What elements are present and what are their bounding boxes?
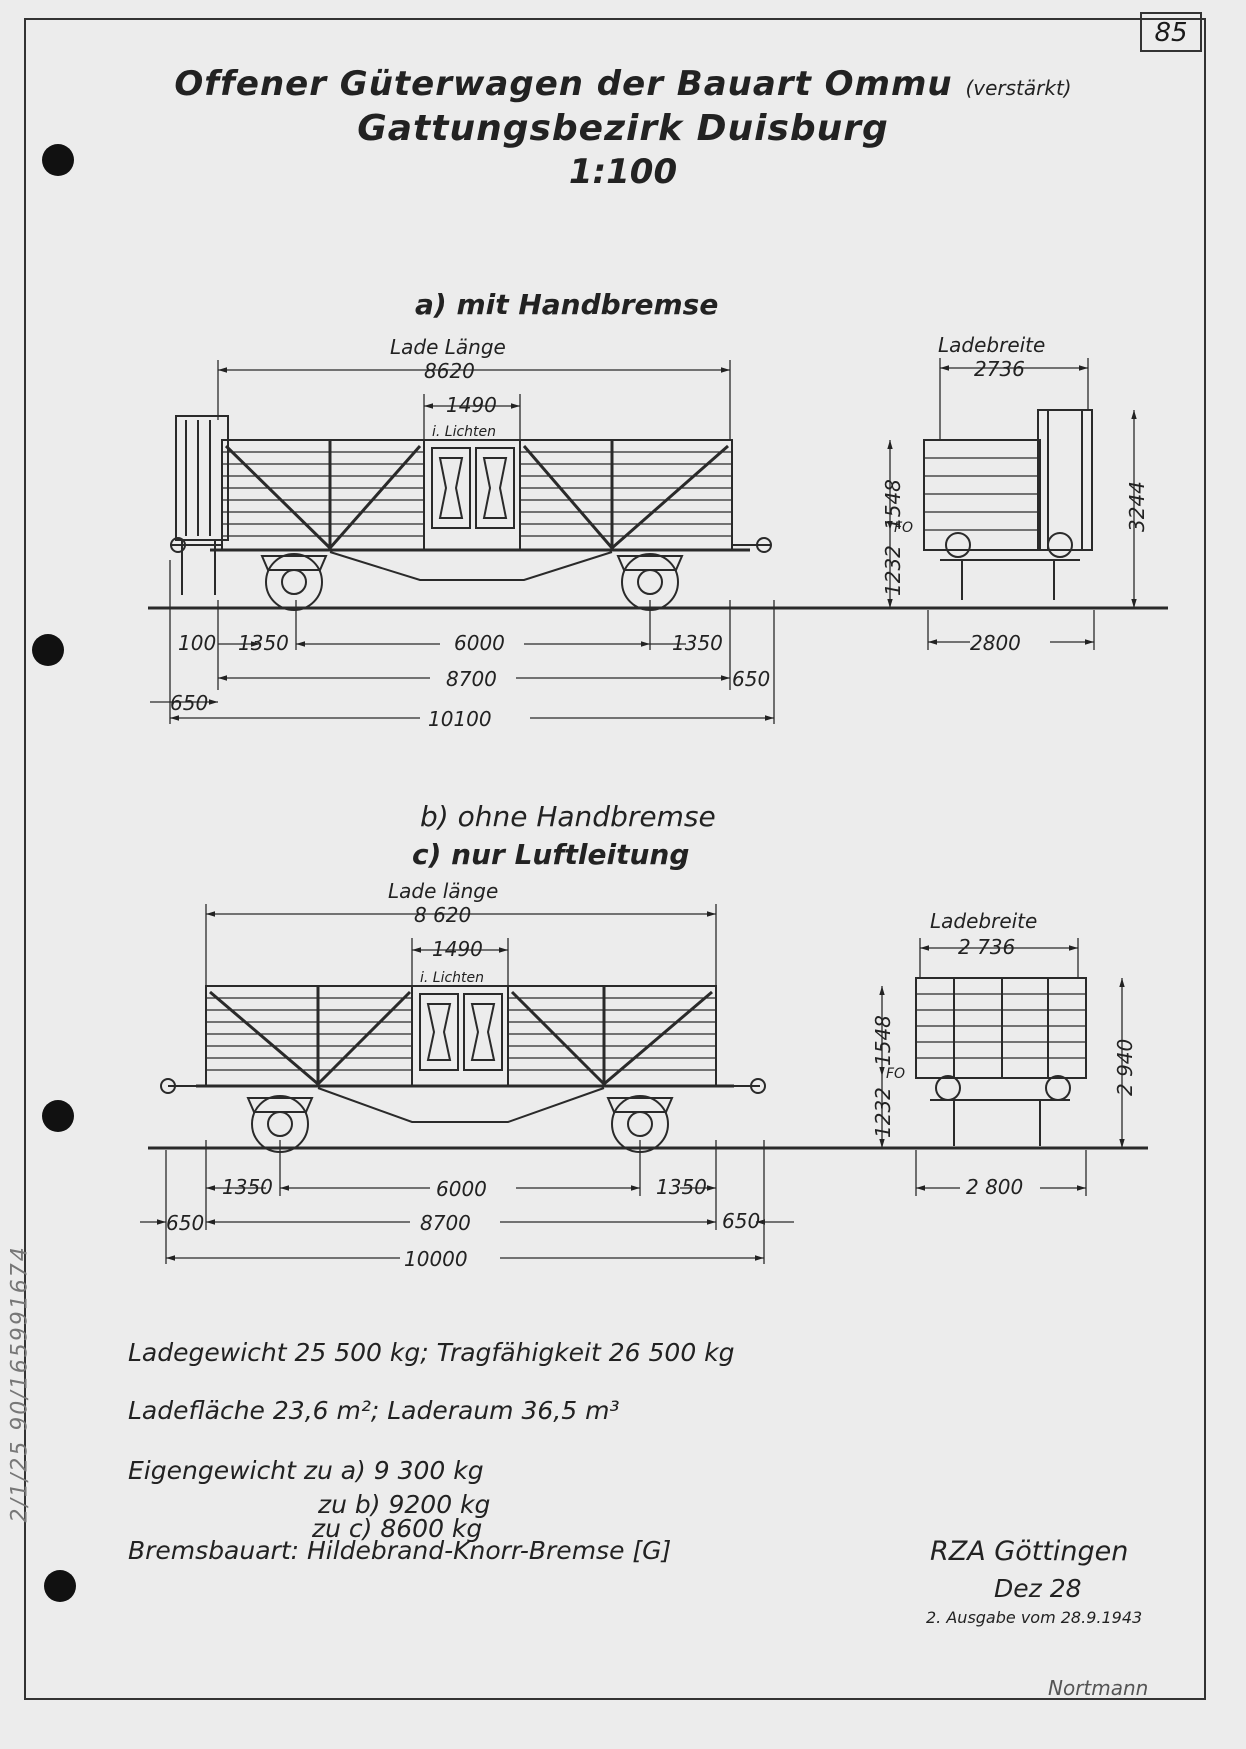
value-door-width-bc: 1490 xyxy=(432,937,483,961)
dimension-lines-a xyxy=(150,360,775,724)
title-line-2: Gattungsbezirk Duisburg xyxy=(357,108,889,149)
spec-eigengewicht-a: Eigengewicht zu a) 9 300 kg xyxy=(128,1456,484,1485)
caption-a: a) mit Handbremse xyxy=(415,288,719,321)
dim-2940-bc: 2 940 xyxy=(1113,1039,1137,1096)
value-lade-laenge-a: 8620 xyxy=(424,359,475,383)
scale: 1:100 xyxy=(568,152,678,192)
spec-ladegewicht: Ladegewicht 25 500 kg; Tragfähigkeit 26 … xyxy=(128,1338,735,1367)
value-ladebreite-bc: 2 736 xyxy=(958,935,1015,959)
punch-hole xyxy=(42,1100,74,1132)
punch-hole xyxy=(32,634,64,666)
dimension-lines-bc xyxy=(140,904,794,1264)
dim-6000-a: 6000 xyxy=(454,631,505,655)
dim-1350-left-bc: 1350 xyxy=(222,1175,273,1199)
title-main: Offener Güterwagen der Bauart Ommu xyxy=(174,64,953,104)
spec-eigengewicht-b: zu b) 9200 kg xyxy=(318,1490,491,1519)
dim-1232-bc: 1232 xyxy=(871,1087,895,1138)
label-i-lichten-bc: i. Lichten xyxy=(420,970,484,986)
dim-650-right-a: 650 xyxy=(732,667,770,691)
dimension-lines-a-end xyxy=(887,358,1137,650)
dim-1350-right-a: 1350 xyxy=(672,631,723,655)
issuer-edition: 2. Ausgabe vom 28.9.1943 xyxy=(926,1608,1143,1627)
dim-100-a: 100 xyxy=(178,631,216,655)
issuer-date: Dez 28 xyxy=(994,1574,1082,1603)
wagon-bc-side-view xyxy=(148,985,1000,1153)
dim-650-left-bc: 650 xyxy=(166,1211,204,1235)
dim-1232-a: 1232 xyxy=(881,545,905,596)
dimension-lines-bc-end xyxy=(879,938,1125,1196)
label-fo-bc: FO xyxy=(886,1066,905,1082)
title-suffix: (verstärkt) xyxy=(965,76,1072,100)
page-number: 85 xyxy=(1140,12,1202,52)
dim-10000-bc: 10000 xyxy=(404,1247,468,1271)
label-lade-laenge-bc: Lade länge xyxy=(388,879,498,903)
value-lade-laenge-bc: 8 620 xyxy=(414,903,471,927)
dim-10100-a: 10100 xyxy=(428,707,492,731)
dim-8700-a: 8700 xyxy=(446,667,497,691)
signature: Nortmann xyxy=(1048,1676,1149,1700)
dim-2800-a: 2800 xyxy=(970,631,1021,655)
spec-ladeflaeche: Ladefläche 23,6 m²; Laderaum 36,5 m³ xyxy=(128,1396,620,1425)
punch-hole xyxy=(42,144,74,176)
page-frame xyxy=(24,18,1206,1700)
dim-650-right-bc: 650 xyxy=(722,1209,760,1233)
spec-eigengewicht-c: zu c) 8600 kg xyxy=(312,1514,483,1543)
dim-1548-bc: 1548 xyxy=(871,1015,895,1066)
label-ladebreite-bc: Ladebreite xyxy=(930,909,1037,933)
spec-bremsbauart: Bremsbauart: Hildebrand-Knorr-Bremse [G] xyxy=(128,1536,672,1565)
caption-b: b) ohne Handbremse xyxy=(420,800,716,833)
label-ladebreite-a: Ladebreite xyxy=(938,333,1045,357)
caption-c: c) nur Luftleitung xyxy=(412,838,690,871)
dim-6000-bc: 6000 xyxy=(436,1177,487,1201)
dim-8700-bc: 8700 xyxy=(420,1211,471,1235)
punch-hole xyxy=(44,1570,76,1602)
dim-2800-bc: 2 800 xyxy=(966,1175,1023,1199)
label-lade-laenge-a: Lade Länge xyxy=(390,335,506,359)
wagon-bc-end-view xyxy=(860,977,1148,1150)
value-door-width-a: 1490 xyxy=(446,393,497,417)
title-line-1: Offener Güterwagen der Bauart Ommu (vers… xyxy=(0,64,1246,104)
issuer-office: RZA Göttingen xyxy=(930,1536,1129,1567)
dim-650-left-a: 650 xyxy=(170,691,208,715)
label-fo-a: FO xyxy=(894,520,913,536)
wagon-a-side-view xyxy=(148,415,1000,611)
dim-3244-a: 3244 xyxy=(1125,481,1149,532)
dim-1350-right-bc: 1350 xyxy=(656,1175,707,1199)
value-ladebreite-a: 2736 xyxy=(974,357,1025,381)
wagon-a-end-view xyxy=(880,409,1168,610)
label-i-lichten-a: i. Lichten xyxy=(432,424,496,440)
dim-1350-left-a: 1350 xyxy=(238,631,289,655)
dim-1548-a: 1548 xyxy=(881,479,905,530)
